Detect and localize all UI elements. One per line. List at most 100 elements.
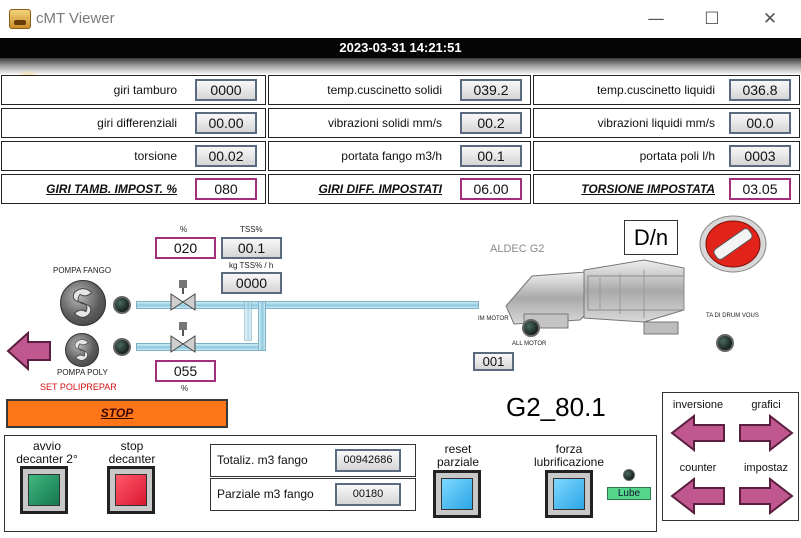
stop-decanter-button[interactable] — [107, 466, 155, 514]
alarm-counter: 001 — [473, 352, 514, 371]
param-temp-cuscinetto-liquidi: temp.cuscinetto liquidi 036.8 — [533, 75, 800, 105]
nav-grafici-button[interactable]: grafici — [733, 395, 799, 457]
sludge-percent-label: % — [180, 225, 188, 234]
drum-motor-status-led — [716, 334, 734, 352]
arrow-left-icon — [670, 414, 725, 452]
sludge-pipe — [136, 301, 479, 309]
setpoint-giri-diff: GIRI DIFF. IMPOSTATI 06.00 — [268, 174, 531, 204]
tss-label: TSS% — [240, 225, 263, 234]
param-label: portata poli l/h — [639, 149, 715, 163]
poly-pipe — [136, 343, 266, 351]
partial-sludge-box: Parziale m3 fango 00180 — [210, 478, 416, 511]
setpoint-giri-diff-input[interactable]: 06.00 — [460, 178, 522, 200]
datetime-bar: 2023-03-31 14:21:51 — [0, 38, 801, 58]
force-lube-button[interactable] — [545, 470, 593, 518]
pump-sludge-label: POMPA FANGO — [53, 266, 112, 275]
nav-counter-button[interactable]: counter — [665, 458, 731, 520]
app-icon — [9, 9, 31, 29]
back-arrow-icon[interactable] — [6, 331, 52, 371]
start-decanter-button[interactable] — [20, 466, 68, 514]
sludge-valve-icon[interactable] — [168, 280, 198, 314]
setpoint-torsione-input[interactable]: 03.05 — [729, 178, 791, 200]
nav-grafici-label: grafici — [751, 399, 781, 411]
minimize-button[interactable]: — — [647, 9, 665, 29]
nav-inversione-button[interactable]: inversione — [665, 395, 731, 457]
param-temp-cuscinetto-solidi: temp.cuscinetto solidi 039.2 — [268, 75, 531, 105]
nav-panel: inversione grafici counter impostaz — [662, 392, 799, 521]
param-torsione: torsione 00.02 — [1, 141, 266, 171]
main-motor-status-led — [522, 319, 540, 337]
total-sludge-label: Totaliz. m3 fango — [217, 453, 308, 467]
poly-pipe-riser — [258, 301, 266, 351]
poly-pump-status-led — [113, 338, 131, 356]
poly-percent-input[interactable]: 055 — [155, 360, 216, 382]
setpoint-giri-tamburo-input[interactable]: 080 — [195, 178, 257, 200]
title-bar: cMT Viewer — ☐ ✕ — [0, 0, 801, 38]
alarm-label: ALL MOTOR — [512, 341, 547, 347]
param-giri-differenziali: giri differenziali 00.00 — [1, 108, 266, 138]
sludge-pump-status-led — [113, 296, 131, 314]
setpoint-label: GIRI TAMB. IMPOST. % — [46, 182, 177, 196]
setpoint-label: GIRI DIFF. IMPOSTATI — [318, 182, 442, 196]
stop-button-face — [115, 474, 147, 506]
param-vibrazioni-liquidi: vibrazioni liquidi mm/s 00.0 — [533, 108, 800, 138]
param-label: giri differenziali — [97, 116, 177, 130]
param-label: portata fango m3/h — [341, 149, 442, 163]
param-value: 00.2 — [460, 112, 522, 134]
param-label: vibrazioni liquidi mm/s — [597, 116, 715, 130]
arrow-right-icon — [739, 477, 794, 515]
app-title: cMT Viewer — [36, 10, 115, 27]
nav-counter-label: counter — [679, 462, 717, 474]
poly-pump-icon[interactable] — [65, 333, 99, 367]
param-label: temp.cuscinetto solidi — [327, 83, 442, 97]
partial-sludge-label: Parziale m3 fango — [217, 487, 314, 501]
start-button-label: avvio decanter 2° — [16, 439, 78, 466]
param-portata-fango: portata fango m3/h 00.1 — [268, 141, 531, 171]
start-button-face — [28, 474, 60, 506]
close-button[interactable]: ✕ — [762, 9, 778, 29]
mode-display: D/n — [624, 220, 678, 255]
lube-force-label: forza lubrificazione — [533, 442, 605, 469]
hmi-screen: giri tamburo 0000 temp.cuscinetto solidi… — [0, 58, 801, 538]
param-value: 0000 — [195, 79, 257, 101]
kg-tss-label: kg TSS% / h — [229, 261, 274, 270]
reset-partial-button[interactable] — [433, 470, 481, 518]
param-value: 036.8 — [729, 79, 791, 101]
pipe-junction — [244, 301, 252, 341]
maximize-button[interactable]: ☐ — [704, 9, 720, 29]
param-vibrazioni-solidi: vibrazioni solidi mm/s 00.2 — [268, 108, 531, 138]
setpoint-label: TORSIONE IMPOSTATA — [581, 182, 715, 196]
kg-tss-value: 0000 — [221, 272, 282, 294]
param-label: giri tamburo — [113, 83, 177, 97]
decanter-image — [505, 259, 685, 335]
poly-percent-label: % — [181, 384, 189, 393]
param-value: 039.2 — [460, 79, 522, 101]
param-label: temp.cuscinetto liquidi — [596, 83, 715, 97]
param-portata-poli: portata poli l/h 0003 — [533, 141, 800, 171]
lube-button-face — [553, 478, 585, 510]
nav-impostaz-button[interactable]: impostaz — [733, 458, 799, 520]
stop-alarm-bar: STOP — [6, 399, 228, 428]
param-label: torsione — [134, 149, 177, 163]
param-value: 0003 — [729, 145, 791, 167]
lube-indicator: Lube — [607, 487, 651, 500]
param-giri-tamburo: giri tamburo 0000 — [1, 75, 266, 105]
reset-button-face — [441, 478, 473, 510]
partial-sludge-value: 00180 — [335, 483, 401, 506]
sludge-pump-icon[interactable] — [60, 280, 106, 326]
stop-button-label: stop decanter — [108, 439, 156, 466]
tss-value: 00.1 — [221, 237, 282, 259]
set-poly-label[interactable]: SET POLIPREPAR — [40, 382, 117, 392]
lube-status-led — [623, 469, 635, 481]
decanter-model-label: G2_80.1 — [506, 392, 606, 422]
param-value: 00.02 — [195, 145, 257, 167]
setpoint-torsione: TORSIONE IMPOSTATA 03.05 — [533, 174, 800, 204]
motor-label-right: TA DI DRUM VOUS — [706, 313, 759, 319]
param-value: 00.00 — [195, 112, 257, 134]
poly-valve-icon[interactable] — [168, 322, 198, 356]
selector-switch-icon[interactable] — [698, 215, 768, 273]
sludge-percent-input[interactable]: 020 — [155, 237, 216, 259]
motor-label-left: IM MOTOR — [478, 316, 509, 322]
arrow-right-icon — [739, 414, 794, 452]
total-sludge-value: 00942686 — [335, 449, 401, 472]
